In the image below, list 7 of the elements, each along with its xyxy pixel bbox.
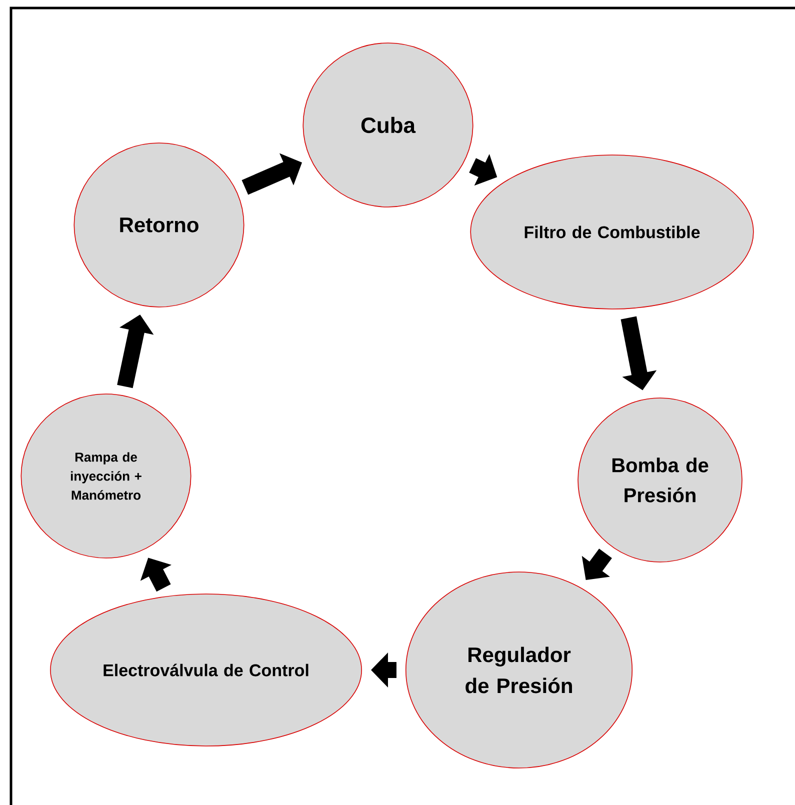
ellipse-node: Regulador de Presión (405, 572, 633, 768)
ellipse-node: Filtro de Combustible (470, 154, 754, 310)
circle-node: Cuba (302, 42, 474, 208)
circle-node: Rampa de inyección + Manómetro (20, 394, 192, 558)
ellipse-node: Electroválvula de Control (50, 594, 362, 746)
circle-node: Retorno (74, 142, 244, 308)
circle-node: Bomba de Presión (578, 398, 742, 562)
